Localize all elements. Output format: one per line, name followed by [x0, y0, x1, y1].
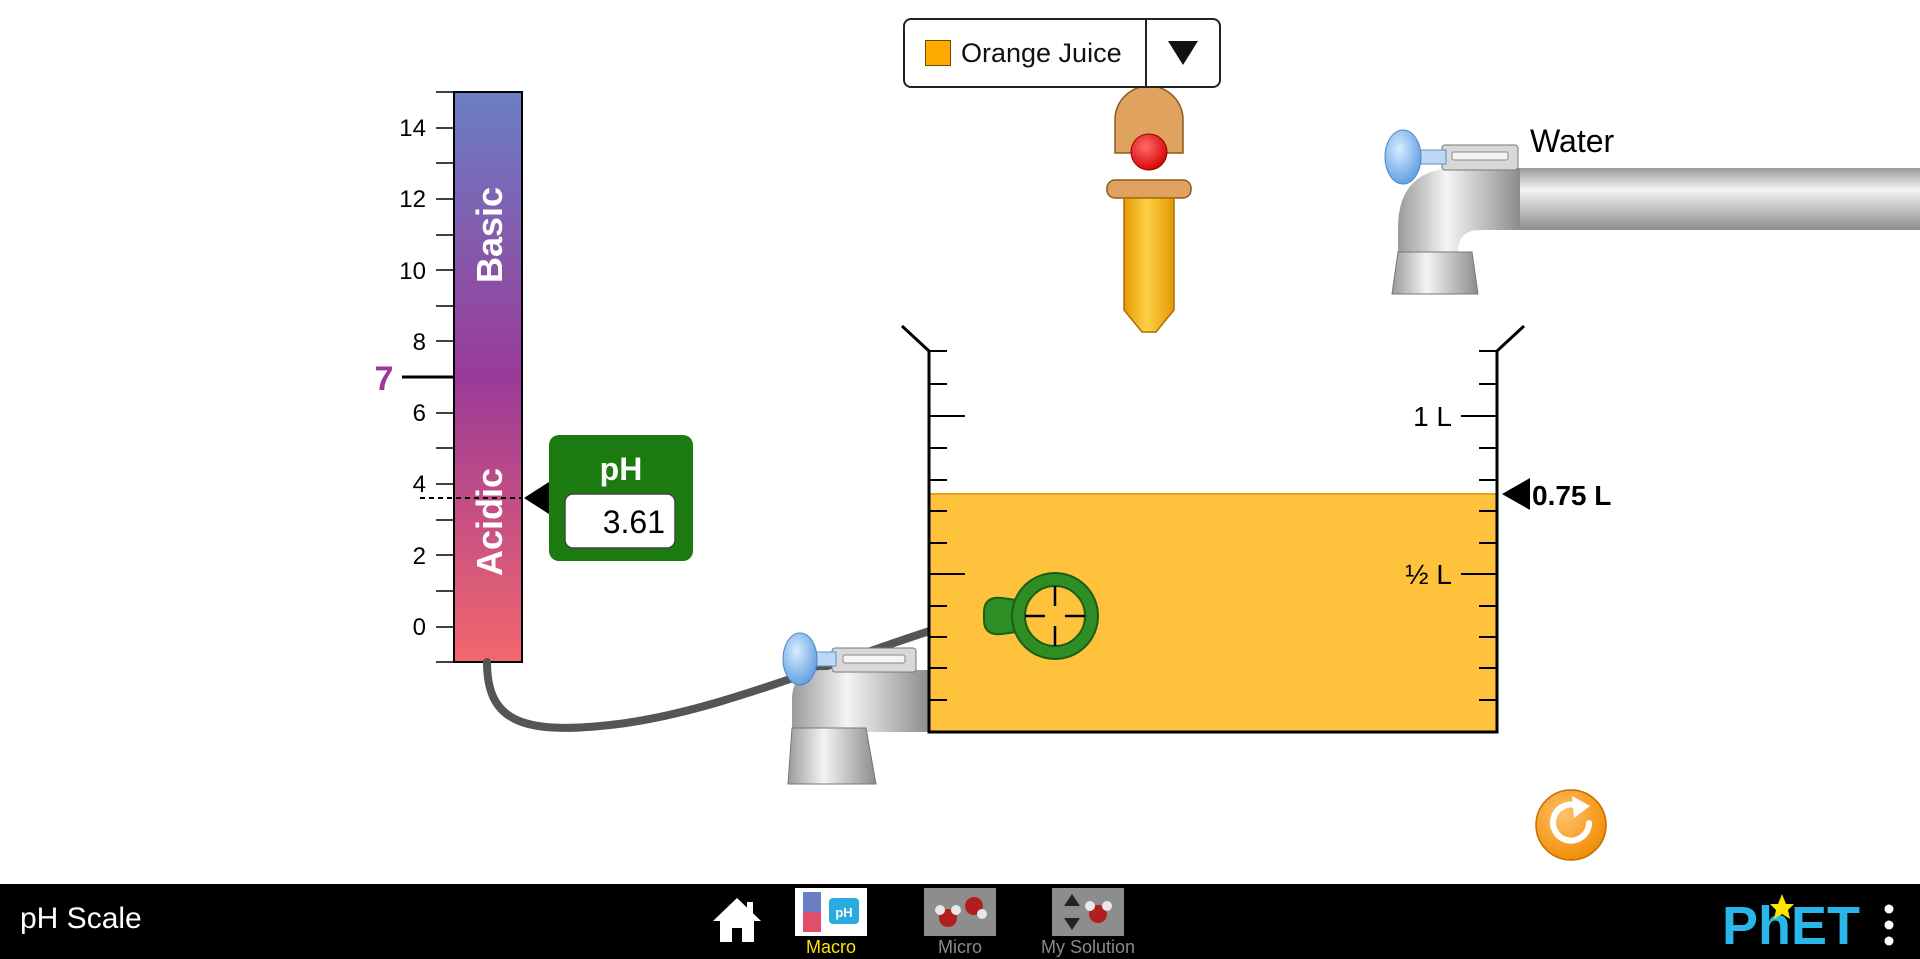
sim-title: pH Scale	[20, 902, 142, 935]
screen-button-my-solution[interactable]: My Solution	[1032, 888, 1144, 959]
ph-tick-label: 6	[413, 400, 426, 427]
dropper[interactable]	[1106, 85, 1192, 333]
ph-tick-label: 2	[413, 543, 426, 570]
macro-screen-icon: pH	[795, 888, 867, 936]
dropper-button[interactable]	[1130, 133, 1168, 171]
screen-button-macro[interactable]: pH Macro	[776, 888, 886, 959]
screen-label-macro: Macro	[805, 937, 856, 957]
ph-meter-value: 3.61	[603, 504, 665, 540]
ph-meter-title: pH	[600, 451, 643, 487]
play-area: 7 14 12 10 8 6 4 2 0 Basic Acidic pH	[375, 85, 1920, 861]
combo-dropdown-button[interactable]	[1147, 20, 1219, 86]
water-faucet-label: Water	[1530, 123, 1615, 159]
ph-tick-label: 4	[413, 471, 426, 498]
solute-color-swatch	[925, 40, 951, 66]
ph-scale-bar	[453, 91, 523, 663]
volume-indicator-label: 0.75 L	[1532, 480, 1611, 511]
solute-selected-label: Orange Juice	[961, 37, 1122, 68]
drain-faucet[interactable]	[782, 632, 930, 785]
home-button[interactable]	[711, 894, 763, 946]
volume-indicator: 0.75 L	[1502, 478, 1611, 511]
ph-acidic-label: Acidic	[469, 468, 510, 576]
navigation-bar: pH Scale pH Macro Micro	[0, 884, 1920, 959]
phet-menu-button[interactable]	[1878, 904, 1900, 946]
ph-probe[interactable]	[983, 572, 1099, 660]
screen-label-micro: Micro	[938, 937, 982, 957]
ph-tick-label: 12	[399, 186, 426, 213]
drain-faucet-knob[interactable]	[782, 632, 818, 686]
water-faucet-knob[interactable]	[1384, 129, 1422, 185]
phet-logo[interactable]: PhET	[1722, 892, 1890, 956]
screen-button-micro[interactable]: Micro	[905, 888, 1015, 959]
volume-indicator-arrow	[1502, 478, 1530, 510]
triangle-down-icon	[1168, 41, 1198, 65]
micro-screen-icon	[924, 888, 996, 936]
ph-tick-label: 0	[413, 614, 426, 641]
ph-basic-label: Basic	[469, 187, 510, 283]
reset-icon	[1550, 801, 1592, 844]
solute-combo-box[interactable]: Orange Juice	[903, 18, 1221, 88]
my-solution-screen-icon	[1052, 888, 1124, 936]
home-icon	[713, 898, 761, 942]
ph-scale: 7 14 12 10 8 6 4 2 0 Basic Acidic	[375, 91, 523, 663]
ph-tick-label: 8	[413, 329, 426, 356]
ph-neutral-label: 7	[375, 360, 394, 398]
crosshair-icon	[1025, 586, 1085, 646]
vertical-dots-icon	[1884, 904, 1894, 946]
beaker-ticks	[929, 350, 1497, 701]
ph-meter-pointer	[524, 480, 552, 516]
ph-meter[interactable]: pH 3.61	[524, 435, 693, 561]
svg-text:pH: pH	[835, 905, 852, 920]
beaker: 1 L ½ L	[900, 324, 1526, 734]
reset-all-button[interactable]	[1535, 789, 1607, 861]
beaker-label-1l: 1 L	[1413, 401, 1452, 432]
water-faucet[interactable]	[1384, 129, 1920, 295]
beaker-label-half-l: ½ L	[1405, 559, 1452, 590]
screen-label-my-solution: My Solution	[1040, 937, 1136, 957]
ph-scale-ticks	[436, 91, 454, 663]
ph-tick-label: 14	[399, 115, 426, 142]
ph-tick-label: 10	[399, 258, 426, 285]
combo-divider	[1145, 20, 1147, 86]
